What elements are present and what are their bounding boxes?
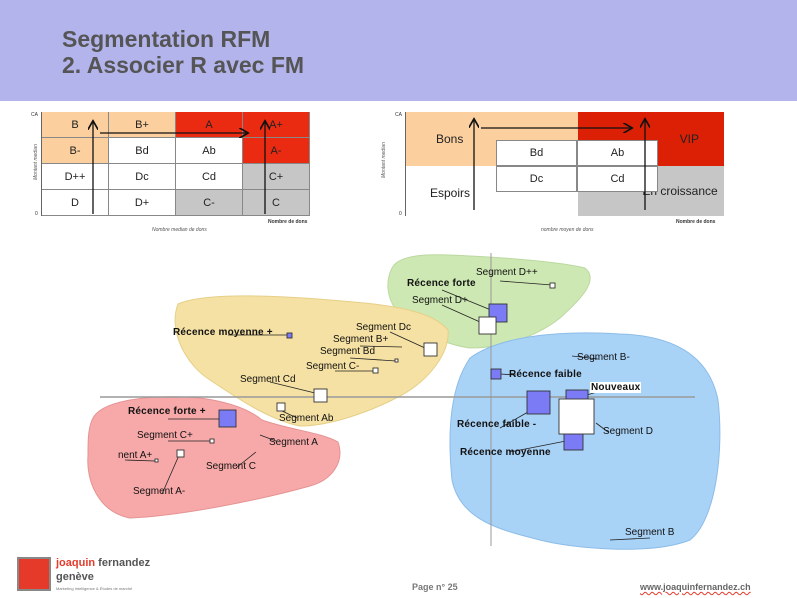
matrix-cell: Dc	[109, 164, 176, 190]
marker-segment-bd	[394, 358, 399, 363]
cell-bd: Bd	[496, 140, 577, 166]
label-segment-b: Segment B	[625, 527, 675, 538]
label-segment-cd: Segment Cd	[240, 374, 296, 385]
marker-recence-moyenne-plus	[286, 332, 293, 339]
marker-segment-ap	[154, 458, 159, 463]
label-segment-cp: Segment C+	[137, 430, 193, 441]
marker-segment-am	[176, 449, 185, 458]
label-segment-ap: nent A+	[118, 450, 153, 461]
matrix-cell: Cd	[176, 164, 243, 190]
left-y-axis-top: CA	[31, 112, 38, 118]
marker-nouveaux	[565, 389, 589, 401]
label-recence-moyenne-plus: Récence moyenne +	[173, 327, 273, 338]
matrix-cell: B+	[109, 112, 176, 138]
label-segment-bm: Segment B-	[577, 352, 630, 363]
marker-segment-dc	[423, 342, 438, 357]
left-x-axis-label: Nombre median de dons	[152, 227, 207, 233]
blob-red	[87, 396, 341, 519]
marker-segment-dp	[478, 316, 497, 335]
label-segment-cm: Segment C-	[306, 361, 360, 372]
website-link[interactable]: www.joaquinfernandez.ch	[640, 582, 751, 592]
zone-en-croissance-label: En croissance	[642, 184, 718, 198]
label-recence-faible-minus: Récence faible -	[457, 419, 537, 430]
marker-segment-cd	[313, 388, 328, 403]
company-logo-icon	[17, 557, 51, 591]
marker-segment-cm	[372, 367, 379, 374]
blob-blue	[449, 332, 721, 550]
matrix-cell: Ab	[176, 138, 243, 164]
matrix-cell: Bd	[109, 138, 176, 164]
matrix-cell: A-	[243, 138, 310, 164]
label-segment-bp: Segment B+	[333, 334, 389, 345]
marker-segment-cp	[209, 438, 215, 444]
label-segment-dp: Segment D+	[412, 295, 468, 306]
cell-dc: Dc	[496, 166, 577, 192]
label-recence-forte: Récence forte	[407, 278, 476, 289]
matrix-cell: C	[243, 190, 310, 216]
left-x-axis-end: Nombre de dons	[268, 219, 308, 225]
label-nouveaux: Nouveaux	[590, 382, 642, 393]
title-line-1: Segmentation RFM	[62, 26, 271, 52]
matrix-cell: D++	[42, 164, 109, 190]
label-segment-dpp: Segment D++	[476, 267, 538, 278]
slide-header: Segmentation RFM 2. Associer R avec FM	[0, 0, 797, 101]
label-recence-faible: Récence faible	[509, 369, 582, 380]
matrix-cell: D+	[109, 190, 176, 216]
label-segment-dc: Segment Dc	[356, 322, 412, 333]
matrix-cell: C+	[243, 164, 310, 190]
marker-segment-ab	[276, 402, 286, 412]
right-x-axis-end: Nombre de dons	[676, 219, 716, 225]
label-segment-am: Segment A-	[133, 486, 186, 497]
marker-segment-dpp	[549, 282, 556, 289]
logo-tagline: Marketing Intelligence & Études de march…	[56, 586, 133, 591]
logo-city: genève	[56, 571, 94, 583]
marker-recence-moyenne	[563, 431, 584, 451]
right-segment-matrix: Bons VIP Espoirs En croissance Bd Ab Dc …	[405, 112, 724, 216]
matrix-cell: A+	[243, 112, 310, 138]
right-y-axis-zero: 0	[399, 211, 402, 217]
right-y-axis-top: CA	[395, 112, 402, 118]
right-x-axis-label: nombre moyen de dons	[541, 227, 594, 233]
label-segment-bd: Segment Bd	[320, 346, 376, 357]
matrix-cell: D	[42, 190, 109, 216]
label-segment-c: Segment C	[206, 461, 257, 472]
logo-name: joaquin fernandez	[56, 557, 150, 569]
blob-yellow	[174, 295, 449, 427]
logo-last-name: fernandez	[98, 557, 151, 569]
slide-title: Segmentation RFM 2. Associer R avec FM	[62, 26, 304, 78]
logo-first-name: joaquin	[56, 557, 96, 569]
label-segment-d: Segment D	[603, 426, 654, 437]
matrix-cell: A	[176, 112, 243, 138]
label-segment-ab: Segment Ab	[279, 413, 334, 424]
title-line-2: 2. Associer R avec FM	[62, 52, 305, 78]
marker-recence-faible	[490, 368, 502, 380]
matrix-cell: C-	[176, 190, 243, 216]
left-y-axis-zero: 0	[35, 211, 38, 217]
marker-recence-forte-plus	[218, 409, 237, 428]
label-segment-a: Segment A	[269, 437, 318, 448]
page-number: Page n° 25	[412, 582, 458, 592]
label-recence-moyenne: Récence moyenne	[460, 447, 551, 458]
marker-recence-faible-minus	[526, 390, 551, 415]
marker-segment-d	[558, 398, 595, 435]
label-recence-forte-plus: Récence forte +	[128, 406, 206, 417]
matrix-cell: B-	[42, 138, 109, 164]
